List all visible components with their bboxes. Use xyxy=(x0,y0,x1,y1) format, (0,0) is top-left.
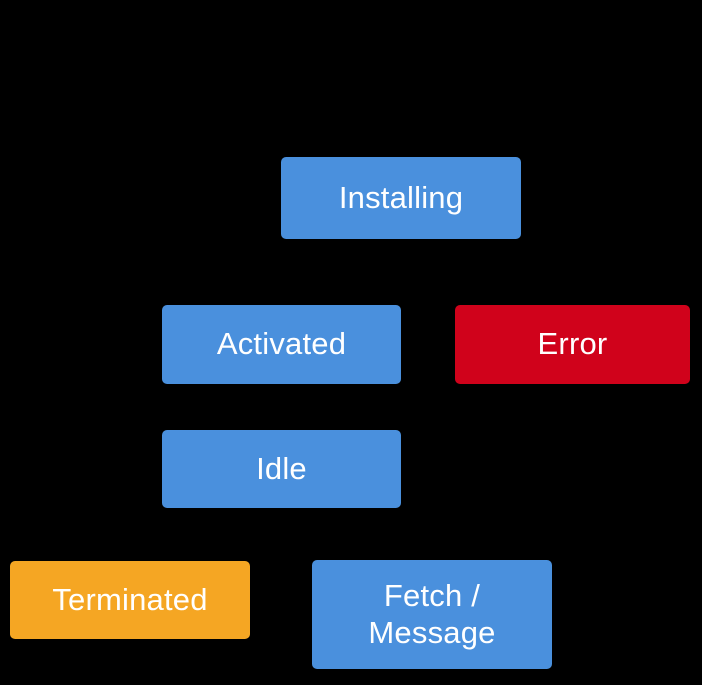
state-node-installing[interactable]: Installing xyxy=(281,157,521,239)
state-node-idle-label: Idle xyxy=(256,450,307,486)
state-node-idle[interactable]: Idle xyxy=(162,430,401,508)
state-node-error-label: Error xyxy=(537,326,608,362)
state-node-terminated-label: Terminated xyxy=(52,581,208,617)
state-node-terminated[interactable]: Terminated xyxy=(10,561,250,639)
state-node-activated[interactable]: Activated xyxy=(162,305,401,384)
state-node-fetch-message-label: Fetch / Message xyxy=(368,577,496,650)
state-node-installing-label: Installing xyxy=(338,179,464,215)
state-node-fetch-message[interactable]: Fetch / Message xyxy=(312,560,552,669)
state-node-activated-label: Activated xyxy=(216,326,347,362)
state-node-error[interactable]: Error xyxy=(455,305,690,384)
